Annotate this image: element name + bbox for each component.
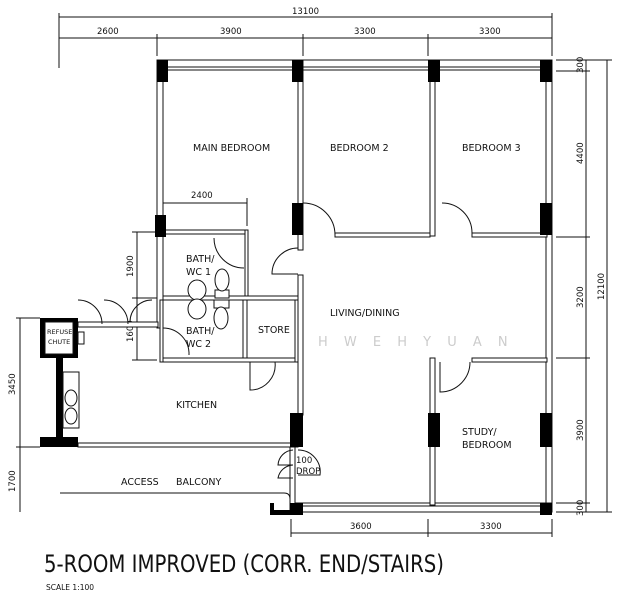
label-kitchen: KITCHEN	[176, 400, 217, 411]
dim-left-1: 3450	[8, 373, 18, 395]
label-chute: CHUTE	[48, 338, 70, 346]
dim-top-2: 3900	[220, 27, 242, 37]
bottom-dimensions: 3600 3300	[290, 519, 553, 537]
label-balcony: BALCONY	[176, 477, 222, 488]
top-dimensions: 13100 2600 3900 3300 3300	[58, 7, 553, 68]
dim-top-3: 3300	[354, 27, 376, 37]
dim-bath2-depth: 1600	[126, 320, 136, 342]
room-labels: MAIN BEDROOM BEDROOM 2 BEDROOM 3 BATH/ W…	[47, 143, 521, 488]
dim-right-4: 3900	[576, 419, 586, 441]
label-main-bedroom: MAIN BEDROOM	[193, 143, 270, 154]
dim-right-3: 3200	[576, 286, 586, 308]
label-study: STUDY/	[462, 427, 497, 438]
dim-right-5: 300	[576, 500, 586, 516]
basin-1	[187, 279, 207, 301]
dim-bottom-2: 3300	[480, 522, 502, 532]
dim-right-1: 300	[576, 57, 586, 73]
label-bedroom-3: BEDROOM 3	[462, 143, 521, 154]
label-study-bedroom: BEDROOM	[462, 440, 512, 451]
label-drop: DROP	[296, 467, 320, 477]
label-living-dining: LIVING/DINING	[330, 308, 400, 319]
label-bath-1: BATH/	[186, 254, 215, 265]
dim-bath-width: 2400	[191, 191, 213, 201]
label-wc-1: WC 1	[186, 267, 211, 278]
dim-right-2: 4400	[576, 142, 586, 164]
label-store: STORE	[258, 325, 290, 336]
label-wc-2: WC 2	[186, 339, 211, 350]
plan-title: 5-ROOM IMPROVED (CORR. END/STAIRS)	[44, 550, 444, 578]
basin-2	[187, 298, 207, 320]
dim-bath1-depth: 1900	[126, 255, 136, 277]
watermark: H W E H Y U A N	[318, 335, 514, 350]
plan-scale: SCALE 1:100	[46, 583, 94, 592]
doors	[77, 202, 473, 479]
columns	[40, 60, 552, 515]
dim-bottom-1: 3600	[350, 522, 372, 532]
dim-top-1: 2600	[97, 27, 119, 37]
label-drop-size: 100	[296, 456, 312, 466]
left-dimensions: 3450 1700 1900 1600 2400	[8, 191, 248, 512]
dim-top-4: 3300	[479, 27, 501, 37]
label-refuse: REFUSE	[47, 328, 72, 336]
dim-left-2: 1700	[8, 470, 18, 492]
label-access: ACCESS	[121, 477, 159, 488]
label-bath-2: BATH/	[186, 326, 215, 337]
fixtures	[40, 268, 230, 429]
dim-overall-depth: 12100	[597, 273, 607, 300]
label-bedroom-2: BEDROOM 2	[330, 143, 389, 154]
right-dimensions: 300 4400 3200 3900 300 12100	[556, 57, 612, 516]
dim-overall-width: 13100	[292, 7, 319, 17]
